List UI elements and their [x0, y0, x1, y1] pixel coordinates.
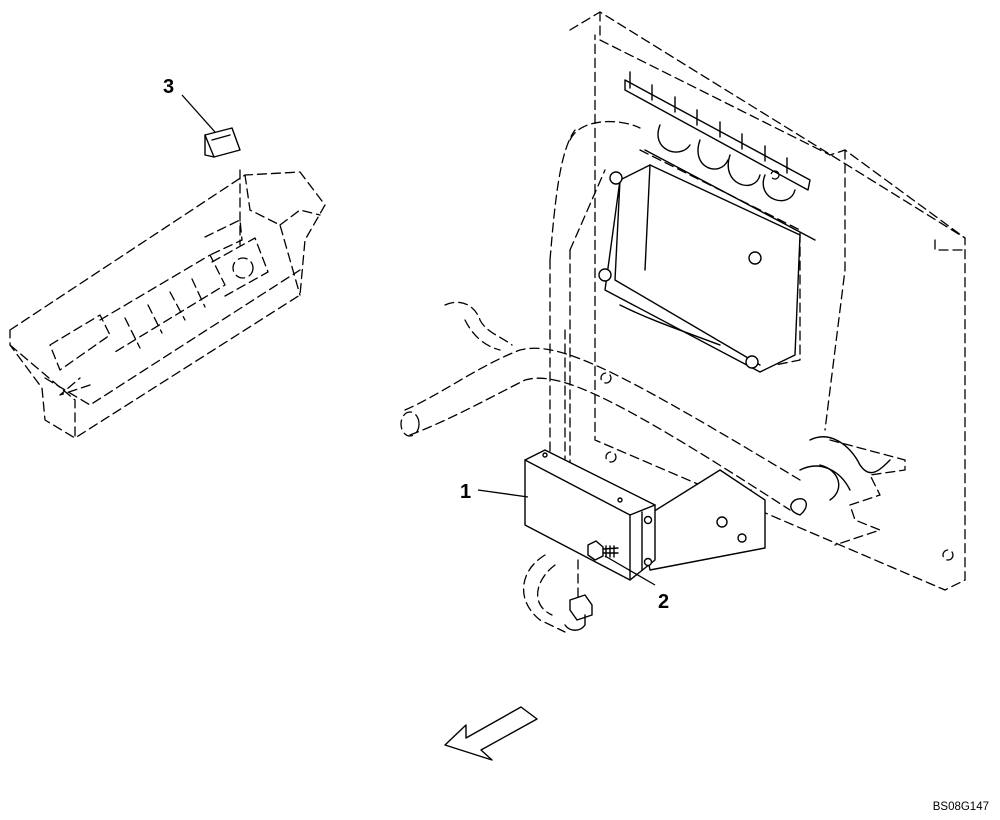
callout-2-label: 2: [658, 591, 669, 613]
lower-harness: [523, 554, 593, 633]
callout-3-leader: [181, 94, 216, 133]
frame-tube: [549, 120, 753, 499]
callout-1-leader: [477, 489, 529, 498]
bolt-part: [587, 540, 619, 561]
control-box-part: [524, 449, 656, 581]
front-direction-arrow-icon: [444, 706, 538, 761]
clip-part: [204, 127, 241, 158]
bracket-plate: [639, 469, 766, 571]
callout-2-leader: [604, 555, 656, 586]
rear-panel: [569, 11, 966, 591]
callout-1-label: 1: [460, 481, 471, 503]
connector-bracket: [790, 436, 906, 546]
callout-3-label: 3: [163, 76, 174, 98]
upper-controller: [598, 149, 801, 373]
console-panel: [9, 169, 326, 439]
cross-tube: [400, 301, 801, 511]
drawing-code: BS08G147: [933, 801, 989, 813]
